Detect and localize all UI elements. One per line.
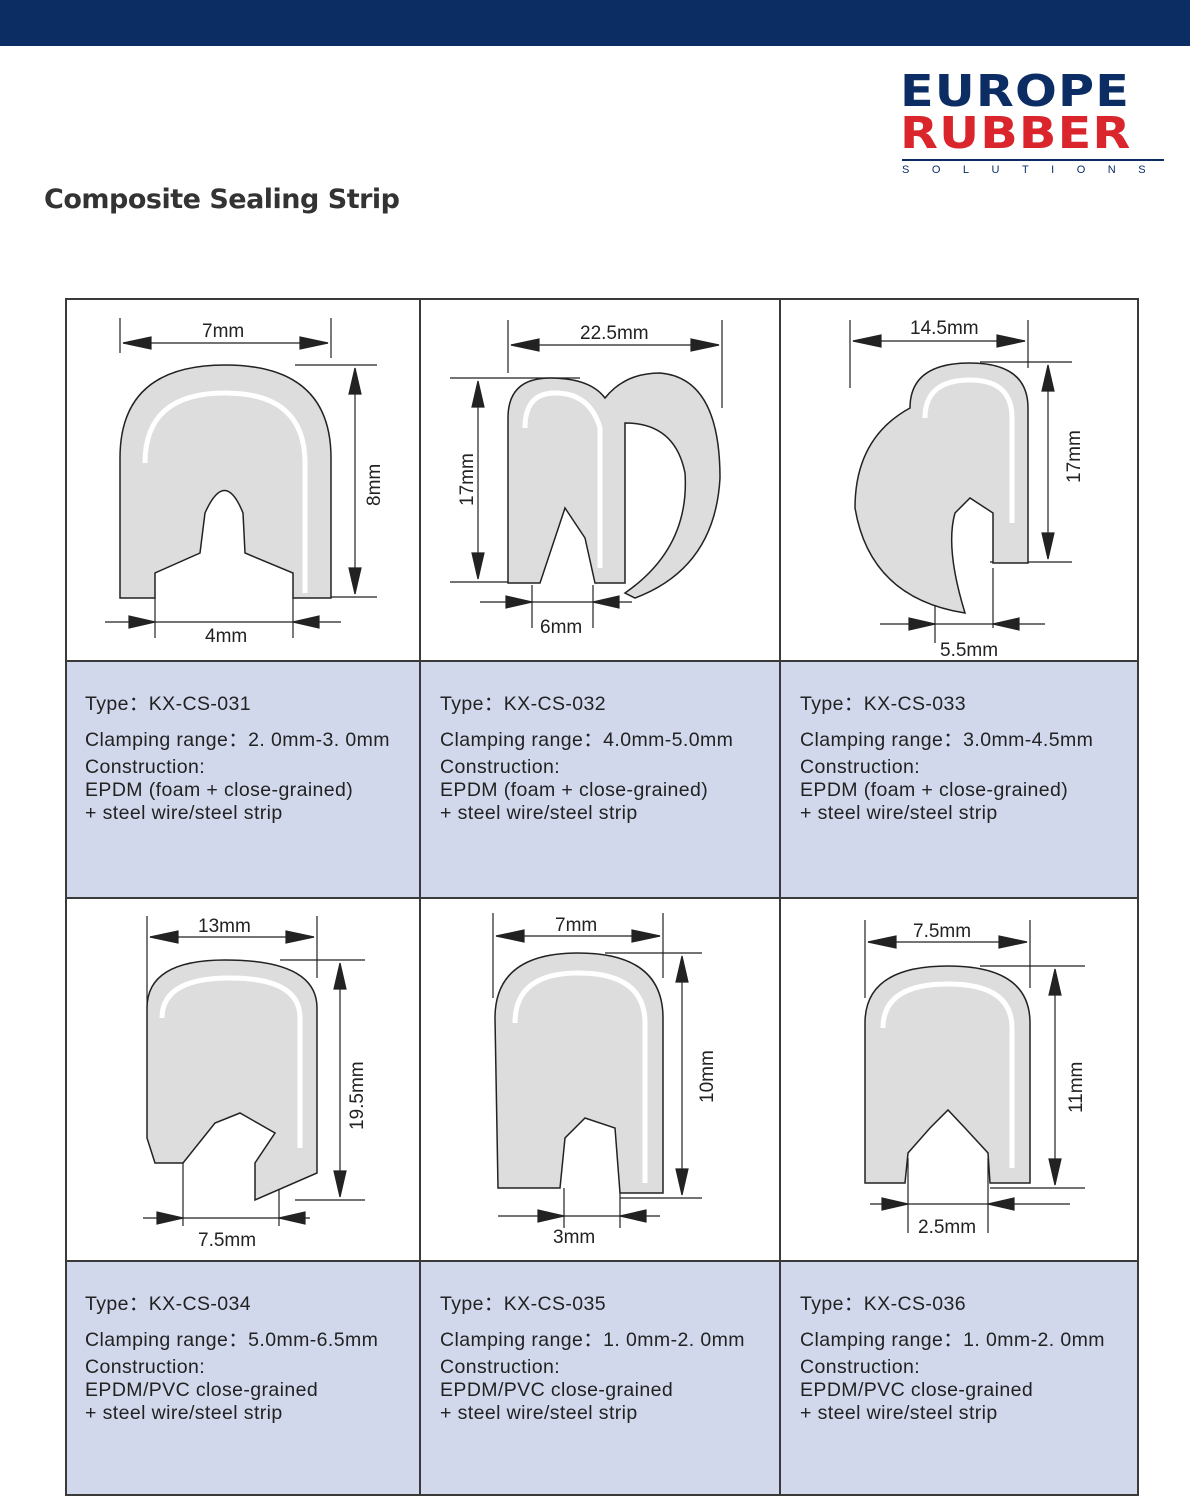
dim-bottom: 4mm — [205, 626, 247, 647]
dim-bottom: 6mm — [540, 617, 582, 638]
product-info-2: Type：KX-CS-032 Clamping range：4.0mm-5.0m… — [420, 661, 780, 898]
product-info-1: Type：KX-CS-031 Clamping range：2. 0mm-3. … — [65, 661, 420, 898]
grid-line — [65, 897, 1139, 899]
product-info-5: Type：KX-CS-035 Clamping range：1. 0mm-2. … — [420, 1261, 780, 1496]
dim-top: 22.5mm — [580, 323, 649, 344]
construction-label: Construction: — [440, 1356, 561, 1378]
construction-reinforcement: + steel wire/steel strip — [800, 802, 998, 824]
clamping-range: Clamping range：1. 0mm-2. 0mm — [440, 1329, 745, 1351]
product-drawing-3: 14.5mm 17mm 5.5mm — [780, 298, 1139, 661]
company-logo: EUROPE RUBBER SOLUTIONS — [900, 66, 1170, 181]
logo-line-2: RUBBER — [900, 108, 1132, 159]
construction-material: EPDM (foam + close-grained) — [800, 779, 1069, 801]
construction-reinforcement: + steel wire/steel strip — [440, 802, 638, 824]
clamping-range: Clamping range：4.0mm-5.0mm — [440, 729, 734, 751]
construction-reinforcement: + steel wire/steel strip — [85, 1402, 283, 1424]
logo-divider — [902, 159, 1164, 161]
dim-side: 11mm — [1066, 1062, 1087, 1113]
construction-label: Construction: — [440, 756, 561, 778]
dim-side: 17mm — [1064, 430, 1085, 483]
cross-section-diagram: 7mm 10mm 3mm — [492, 913, 718, 1248]
dim-bottom: 2.5mm — [918, 1217, 976, 1238]
construction: Construction: EPDM (foam + close-grained… — [440, 756, 708, 825]
construction: Construction: EPDM (foam + close-grained… — [800, 756, 1068, 825]
construction-label: Construction: — [85, 1356, 206, 1378]
cross-section-diagram: 7mm 8mm 4mm — [105, 318, 385, 647]
grid-line — [65, 660, 1139, 662]
product-info-6: Type：KX-CS-036 Clamping range：1. 0mm-2. … — [780, 1261, 1139, 1496]
construction: Construction: EPDM/PVC close-grained + s… — [800, 1356, 1033, 1425]
product-type: Type：KX-CS-035 — [440, 1293, 606, 1315]
dim-side: 17mm — [457, 453, 478, 506]
product-grid: 7mm 8mm 4mm 22.5mm 17mm 6mm — [65, 298, 1139, 1496]
construction: Construction: EPDM/PVC close-grained + s… — [440, 1356, 673, 1425]
product-drawing-6: 7.5mm 11mm 2.5mm — [780, 898, 1139, 1261]
construction-label: Construction: — [800, 1356, 921, 1378]
product-info-4: Type：KX-CS-034 Clamping range：5.0mm-6.5m… — [65, 1261, 420, 1496]
dim-top: 13mm — [198, 916, 251, 937]
product-drawing-5: 7mm 10mm 3mm — [420, 898, 780, 1261]
clamping-range: Clamping range：2. 0mm-3. 0mm — [85, 729, 390, 751]
dim-side: 19.5mm — [347, 1061, 368, 1130]
product-drawing-1: 7mm 8mm 4mm — [65, 298, 420, 661]
logo-line-1: EUROPE — [900, 66, 1131, 117]
dim-top: 7mm — [555, 915, 597, 936]
cross-section-diagram: 14.5mm 17mm 5.5mm — [849, 318, 1085, 661]
logo-line-3: SOLUTIONS — [902, 164, 1169, 176]
construction: Construction: EPDM (foam + close-grained… — [85, 756, 353, 825]
construction-material: EPDM (foam + close-grained) — [85, 779, 354, 801]
grid-line — [65, 1260, 1139, 1262]
construction-reinforcement: + steel wire/steel strip — [85, 802, 283, 824]
product-drawing-2: 22.5mm 17mm 6mm — [420, 298, 780, 661]
product-type: Type：KX-CS-034 — [85, 1293, 251, 1315]
clamping-range: Clamping range：1. 0mm-2. 0mm — [800, 1329, 1105, 1351]
product-type: Type：KX-CS-032 — [440, 693, 606, 715]
dim-side: 10mm — [697, 1050, 718, 1103]
grid-line — [65, 298, 1139, 300]
dim-top: 14.5mm — [910, 318, 979, 339]
cross-section-diagram: 13mm 19.5mm 7.5mm — [143, 916, 368, 1251]
dim-top: 7mm — [202, 321, 244, 342]
construction-reinforcement: + steel wire/steel strip — [440, 1402, 638, 1424]
cross-section-diagram: 7.5mm 11mm 2.5mm — [864, 920, 1087, 1238]
dim-bottom: 3mm — [553, 1227, 595, 1248]
dim-bottom: 7.5mm — [198, 1230, 256, 1251]
construction: Construction: EPDM/PVC close-grained + s… — [85, 1356, 318, 1425]
construction-reinforcement: + steel wire/steel strip — [800, 1402, 998, 1424]
header-bar — [0, 0, 1190, 46]
product-type: Type：KX-CS-033 — [800, 693, 966, 715]
page-title: Composite Sealing Strip — [44, 184, 400, 215]
clamping-range: Clamping range：5.0mm-6.5mm — [85, 1329, 379, 1351]
clamping-range: Clamping range：3.0mm-4.5mm — [800, 729, 1094, 751]
construction-label: Construction: — [800, 756, 921, 778]
cross-section-diagram: 22.5mm 17mm 6mm — [450, 320, 723, 638]
grid-line — [65, 1494, 1139, 1496]
dim-bottom: 5.5mm — [940, 640, 998, 661]
product-type: Type：KX-CS-031 — [85, 693, 251, 715]
dim-top: 7.5mm — [913, 921, 971, 942]
product-info-3: Type：KX-CS-033 Clamping range：3.0mm-4.5m… — [780, 661, 1139, 898]
product-type: Type：KX-CS-036 — [800, 1293, 966, 1315]
construction-material: EPDM (foam + close-grained) — [440, 779, 709, 801]
product-drawing-4: 13mm 19.5mm 7.5mm — [65, 898, 420, 1261]
construction-material: EPDM/PVC close-grained — [440, 1379, 674, 1401]
construction-label: Construction: — [85, 756, 206, 778]
construction-material: EPDM/PVC close-grained — [85, 1379, 319, 1401]
construction-material: EPDM/PVC close-grained — [800, 1379, 1034, 1401]
dim-side: 8mm — [364, 464, 385, 506]
